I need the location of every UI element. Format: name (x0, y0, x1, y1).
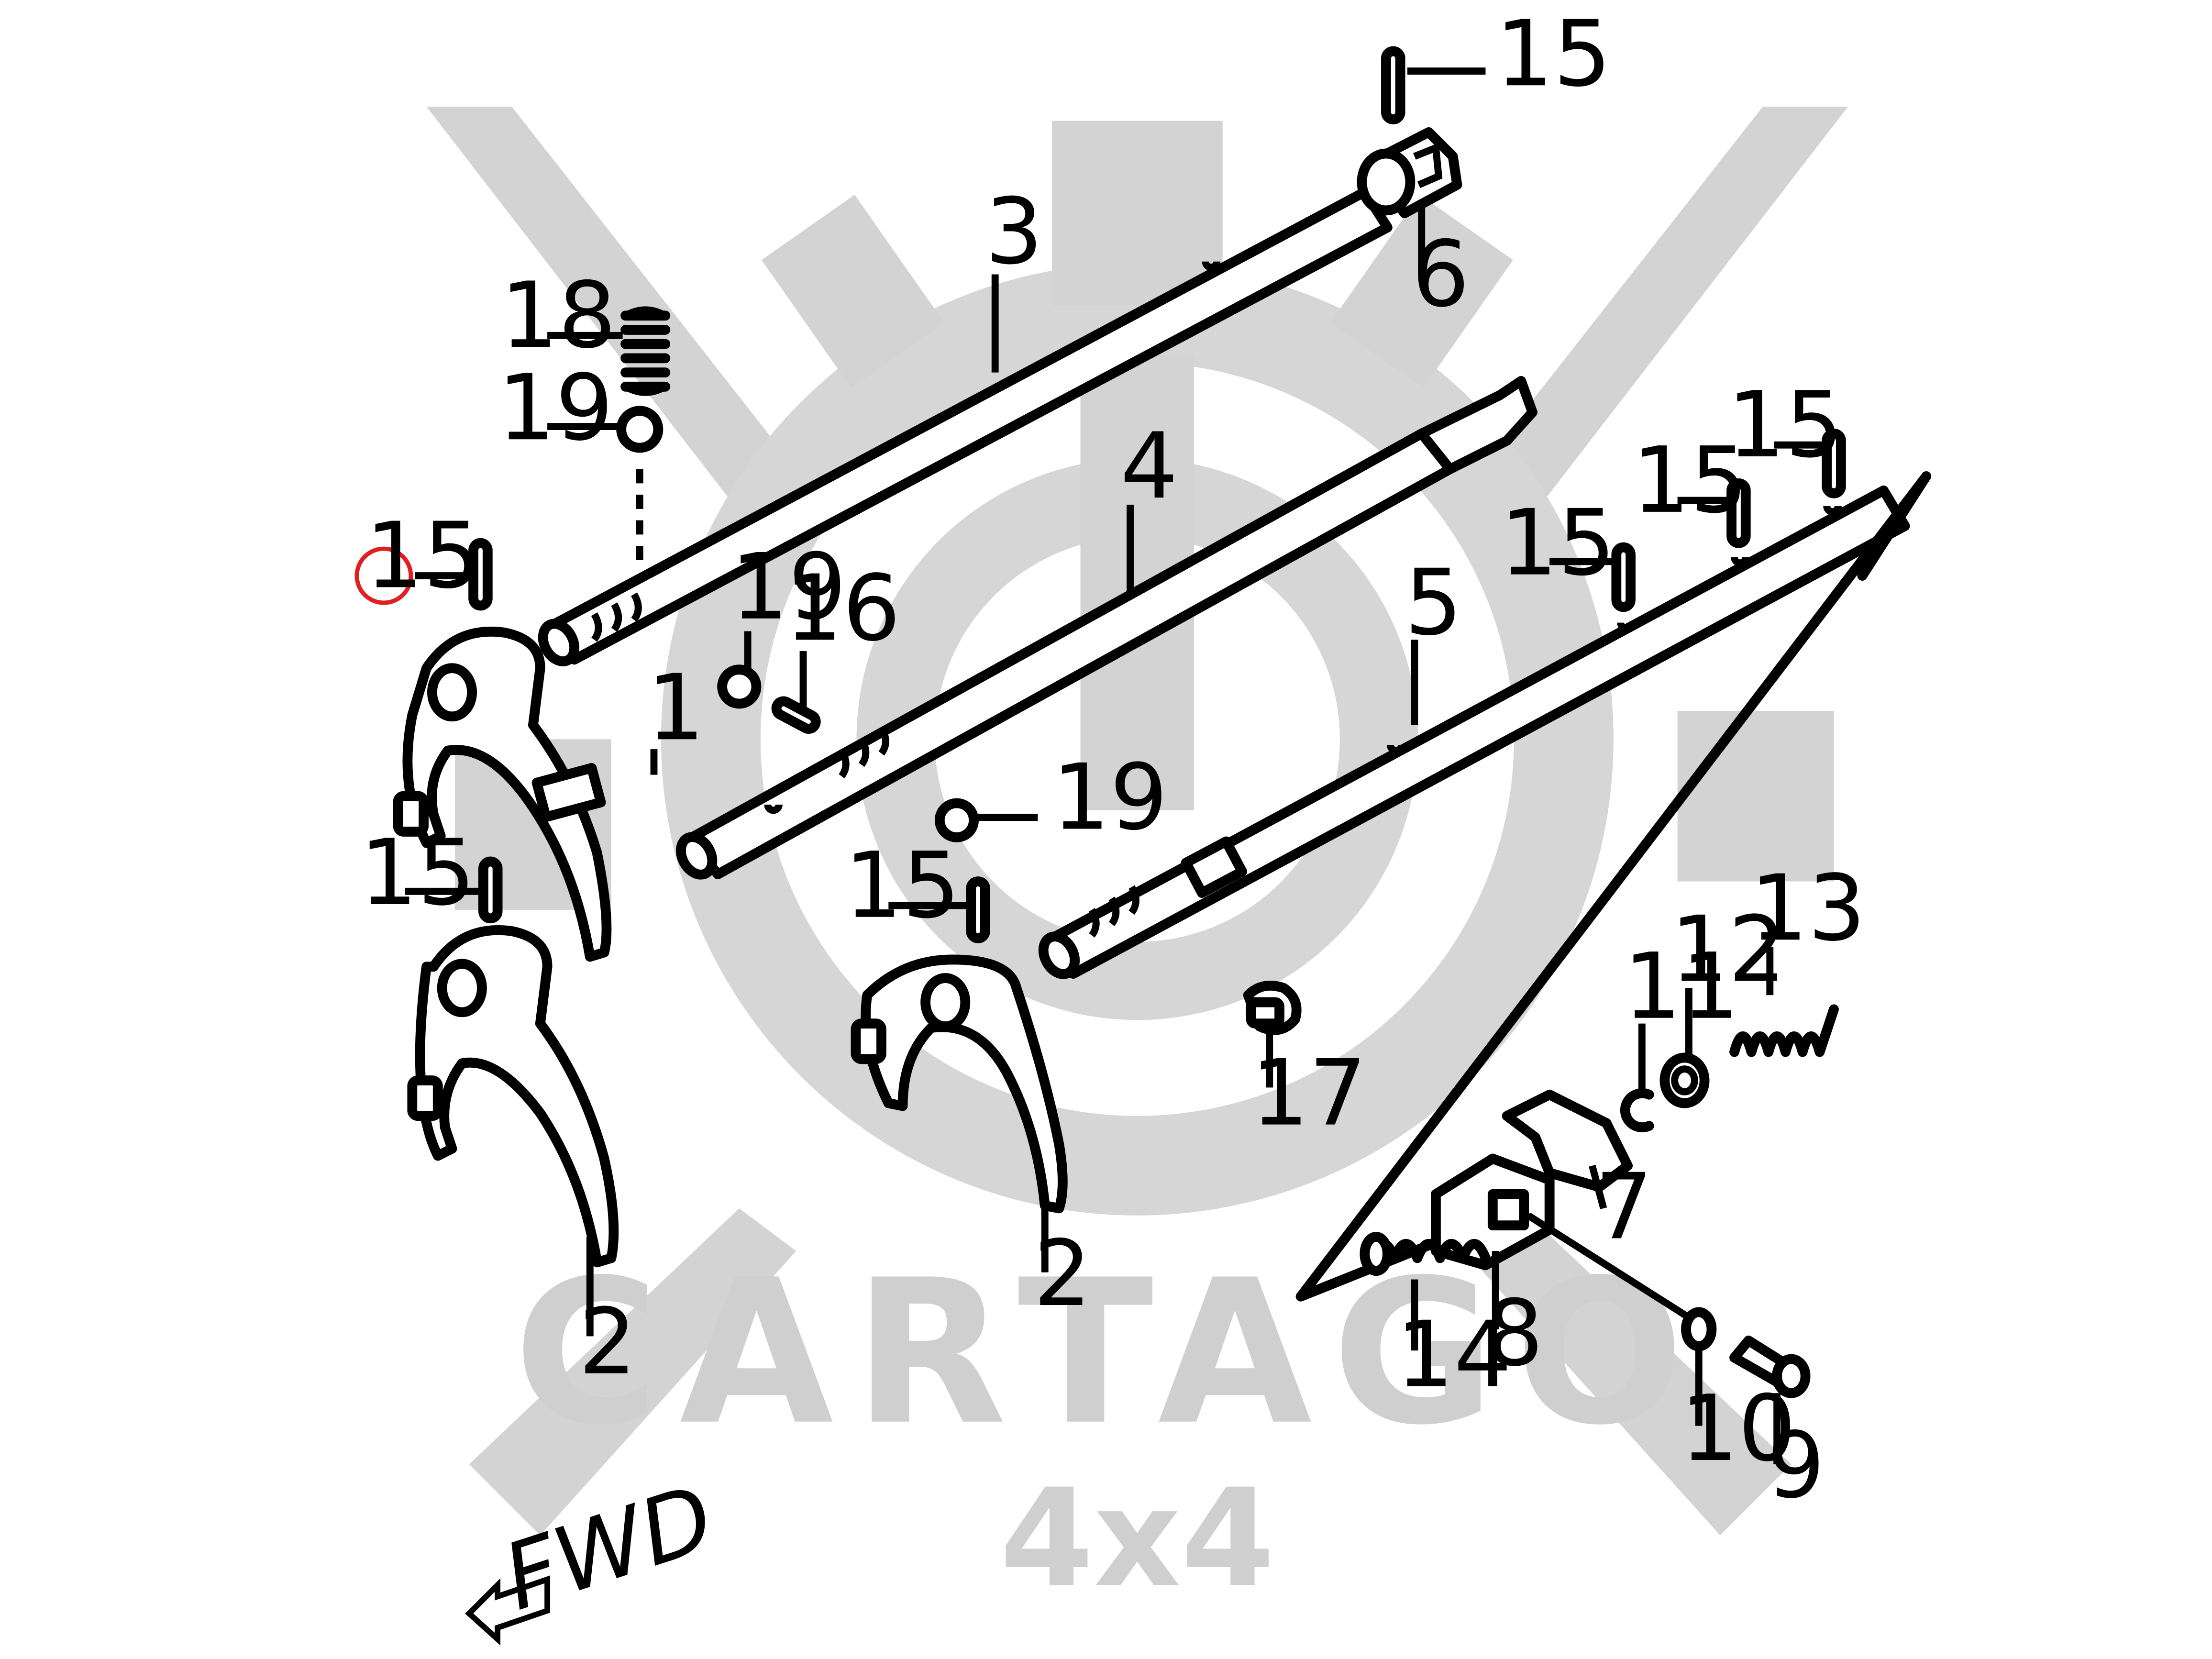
pin-15-left-2 (478, 856, 503, 924)
ball-19-c (934, 798, 979, 842)
ball-19-a (616, 406, 664, 569)
callout-12: 12 (1670, 896, 1786, 1002)
pin-15-top (1381, 46, 1405, 125)
callout-15-l2: 15 (360, 819, 476, 926)
callout-3: 3 (985, 178, 1043, 285)
callout-10: 10 (1681, 1375, 1796, 1482)
callout-2-mid: 2 (1033, 1220, 1091, 1327)
callout-15-r2: 15 (1632, 427, 1748, 533)
pin-15-mid (966, 876, 990, 943)
callout-14: 14 (1396, 1301, 1512, 1407)
callout-19-b: 19 (730, 534, 846, 640)
bracket-7 (1502, 1089, 1633, 1192)
shaft-end-cap-6 (1357, 127, 1462, 219)
callout-18: 18 (500, 262, 616, 368)
callout-15-circled: 15 (365, 502, 481, 608)
callout-16: 16 (785, 555, 900, 661)
leader-lines (405, 67, 1929, 1464)
callout-labels: 15 3 6 18 19 15 4 19 16 1 15 15 15 5 19 … (354, 0, 1866, 1518)
callout-15-r1: 15 (1727, 372, 1843, 478)
pin-15-circled (468, 538, 493, 611)
callout-19-a: 19 (498, 354, 613, 461)
washer-10 (1681, 1307, 1717, 1351)
callout-15-mid: 15 (844, 832, 960, 939)
callout-2-left: 2 (578, 1289, 636, 1395)
callout-4: 4 (1120, 413, 1178, 519)
plug-17 (1243, 981, 1302, 1035)
callout-19-c: 19 (1052, 744, 1168, 851)
shift-shaft-3 (538, 187, 1393, 666)
callout-5: 5 (1405, 549, 1462, 655)
callout-17: 17 (1251, 1040, 1367, 1146)
callout-13: 13 (1750, 855, 1866, 961)
callout-15-top: 15 (1495, 0, 1611, 107)
ball-19-b (717, 664, 762, 709)
spring-18 (620, 306, 671, 396)
pin-15-right-2 (1726, 478, 1751, 548)
watermark-sub: 4x4 (1000, 1460, 1275, 1617)
callout-15-highlight-ring (354, 546, 413, 605)
callout-1: 1 (647, 654, 705, 761)
spring-13 (1729, 1004, 1839, 1057)
shift-fork-2-left (407, 925, 619, 1268)
callout-11: 11 (1624, 933, 1739, 1040)
callout-15-r3: 15 (1500, 490, 1615, 596)
callout-7: 7 (1595, 1153, 1653, 1260)
callout-6: 6 (1412, 221, 1470, 327)
pin-15-right-3 (1611, 542, 1636, 612)
washer-12 (1659, 1052, 1710, 1108)
pin-16 (771, 696, 821, 734)
callout-9: 9 (1767, 1412, 1825, 1518)
spring-14 (1360, 1231, 1491, 1276)
callout-8: 8 (1485, 1280, 1543, 1386)
shift-shaft-4 (676, 376, 1537, 880)
clip-11 (1620, 1088, 1654, 1132)
shift-shaft-5 (1038, 485, 1910, 979)
bolt-9 (1729, 1335, 1811, 1398)
pin-15-right-1 (1822, 428, 1846, 498)
shift-fork-1 (393, 626, 612, 962)
watermark-brand: CARTAGO (514, 1238, 1704, 1469)
